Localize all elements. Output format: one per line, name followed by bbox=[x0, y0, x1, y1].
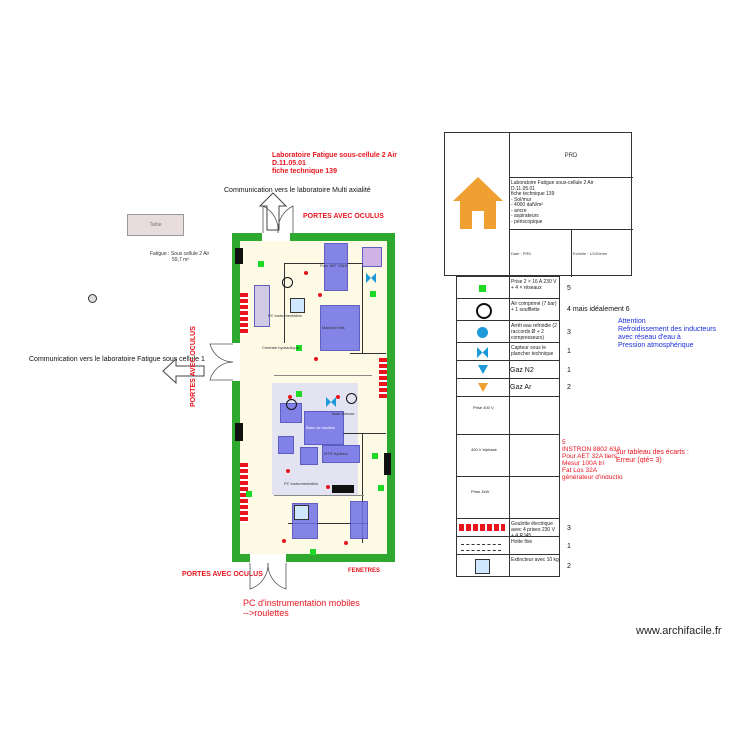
attention-line3: avec réseau d'eau à bbox=[618, 334, 681, 341]
water-valve-icon bbox=[326, 397, 336, 407]
equip-label-h: Centrale hydraulique bbox=[262, 345, 299, 350]
count-r6a: Gaz Ar bbox=[510, 384, 532, 391]
portes-top-label: PORTES AVEC OCULUS bbox=[303, 213, 384, 220]
count-r8-l4: Fat Los 32A bbox=[562, 467, 598, 474]
fenetres-label: FENETRES bbox=[348, 568, 381, 574]
lab-title-line2: D.11.05.01 bbox=[272, 160, 306, 167]
count-r5a: Gaz N2 bbox=[510, 367, 534, 374]
tb-detail-3: fiche technique 139 bbox=[511, 191, 555, 197]
attention-line2: Refroidissement des inducteurs bbox=[618, 326, 717, 333]
extinguisher-icon bbox=[290, 298, 305, 313]
door-left bbox=[209, 343, 234, 381]
air-outlet-icon bbox=[286, 399, 297, 410]
count-r5b: 1 bbox=[567, 367, 571, 374]
grey-box: Table bbox=[127, 214, 184, 236]
legend-text-4: Capteur sous le plancher technique bbox=[511, 345, 554, 357]
lab-title-line3: fiche technique 139 bbox=[272, 168, 337, 175]
door-top bbox=[262, 205, 294, 234]
water-drop-icon bbox=[477, 327, 488, 338]
equip-label-f: MTS Hydraul. bbox=[324, 451, 349, 456]
title-block: PRD Laboratoire Fatigue sous-cellule 2 A… bbox=[444, 132, 633, 277]
room-area: 59,7 m² bbox=[172, 257, 189, 263]
count-r8-l2: Pour AET 32A tiers bbox=[562, 453, 617, 460]
count-r2: 4 mais idéalement 6 bbox=[567, 306, 630, 313]
legend-text-12: Extincteur avec 10 kg bbox=[511, 557, 559, 563]
tb-footer-left: Date : PRD bbox=[511, 251, 532, 256]
count-r6b: 2 bbox=[567, 384, 571, 391]
count-r8-l5: générateur d'inductio bbox=[562, 474, 623, 481]
comm-left-label: Communication vers le laboratoire Fatigu… bbox=[29, 356, 205, 363]
count-r11: 1 bbox=[567, 543, 571, 550]
tb-footer-right: Echelle : 1/100ème bbox=[573, 251, 608, 256]
attention-line4: Pression atmosphérique bbox=[618, 342, 694, 349]
room-label: Fatigue : Sous cellule 2 Air bbox=[150, 251, 210, 257]
comm-top-label: Communication vers le laboratoire Multi … bbox=[224, 187, 371, 194]
equip-label-a: Pour AET 33kN bbox=[320, 263, 348, 268]
house-logo-icon bbox=[453, 177, 503, 229]
tb-detail-6: - ancre bbox=[511, 207, 527, 214]
tb-detail-1: Laboratoire Fatigue sous-cellule 2 Air bbox=[511, 180, 594, 186]
tb-detail-7: - aspirateurs bbox=[511, 213, 539, 219]
pc-note-line2: -->roulettes bbox=[243, 608, 289, 618]
air-outlet-icon bbox=[346, 393, 357, 404]
count-r10: 3 bbox=[567, 525, 571, 532]
tb-detail-8: - périscopique bbox=[511, 218, 543, 225]
portes-bottom-label: PORTES AVEC OCULUS bbox=[182, 571, 263, 578]
water-valve-icon bbox=[366, 273, 376, 283]
arrow-left-icon bbox=[162, 358, 205, 384]
floor-plan: Pour AET 33kN Machine Mts PC instrumenta… bbox=[232, 233, 395, 562]
equip-label-e: Banc de traction bbox=[306, 425, 335, 430]
pc-note-line1: PC d'instrumentation mobiles bbox=[243, 598, 360, 608]
air-outlet-icon bbox=[476, 303, 492, 319]
ecarts-line2: Erreur (qté= 3) bbox=[616, 457, 662, 464]
sensor-icon bbox=[88, 294, 97, 303]
equip-label-g: PC instrumentation bbox=[284, 481, 319, 486]
tb-detail-5: - 4000 daN/m² bbox=[511, 202, 543, 208]
tb-detail-4: - Sol/mur bbox=[511, 196, 532, 203]
air-outlet-icon bbox=[282, 277, 293, 288]
tb-detail-2: D.11.05.01 bbox=[511, 185, 536, 192]
lab-title-line1: Laboratoire Fatigue sous-cellule 2 Air bbox=[272, 152, 397, 159]
gas-n2-icon bbox=[478, 365, 488, 374]
equip-label-b: Machine Mts bbox=[322, 325, 345, 330]
legend-text-2: Air comprimé (7 bar) + 1 soufflette bbox=[511, 301, 557, 313]
count-r1: 5 bbox=[567, 285, 571, 292]
legend-text-8: 400 V triphasé bbox=[471, 447, 497, 452]
title-block-name: PRD bbox=[564, 153, 578, 159]
legend-text-7: Prise 400 V bbox=[473, 405, 494, 410]
valve-icon bbox=[477, 347, 488, 358]
equip-label-c: PC instrumentation bbox=[268, 313, 303, 318]
arrow-up-icon bbox=[258, 192, 288, 231]
equip-label-d: Baie Mesure bbox=[332, 411, 355, 416]
legend-text-11: Hotte fixe bbox=[511, 539, 533, 545]
legend-text-9: Prise 1kW bbox=[471, 489, 490, 494]
legend-text-1: Prise 2 × 16 A 230 V + 4 × réseaux bbox=[511, 279, 557, 291]
extinguisher-icon bbox=[294, 505, 309, 520]
ecarts-line1: sur tableau des écarts : bbox=[616, 449, 689, 456]
count-r8-head: 5 bbox=[562, 439, 566, 446]
count-r12: 2 bbox=[567, 563, 571, 570]
count-r4: 1 bbox=[567, 348, 571, 355]
attention-line1: Attention bbox=[618, 318, 646, 325]
count-r8-l3: Mesur 100A tri bbox=[562, 460, 604, 467]
count-r3: 3 bbox=[567, 329, 571, 336]
count-r8-l1: INSTRON 8802 63A bbox=[562, 446, 621, 453]
extinguisher-icon bbox=[475, 559, 490, 574]
gas-ar-icon bbox=[478, 383, 488, 392]
door-bottom bbox=[249, 562, 287, 590]
legend-text-3: Arrêt eau refroidie (2 raccords Ø + 2 co… bbox=[511, 323, 557, 341]
portes-left-label: PORTES AVEC OCULUS bbox=[190, 326, 197, 407]
watermark: www.archifacile.fr bbox=[636, 625, 722, 637]
